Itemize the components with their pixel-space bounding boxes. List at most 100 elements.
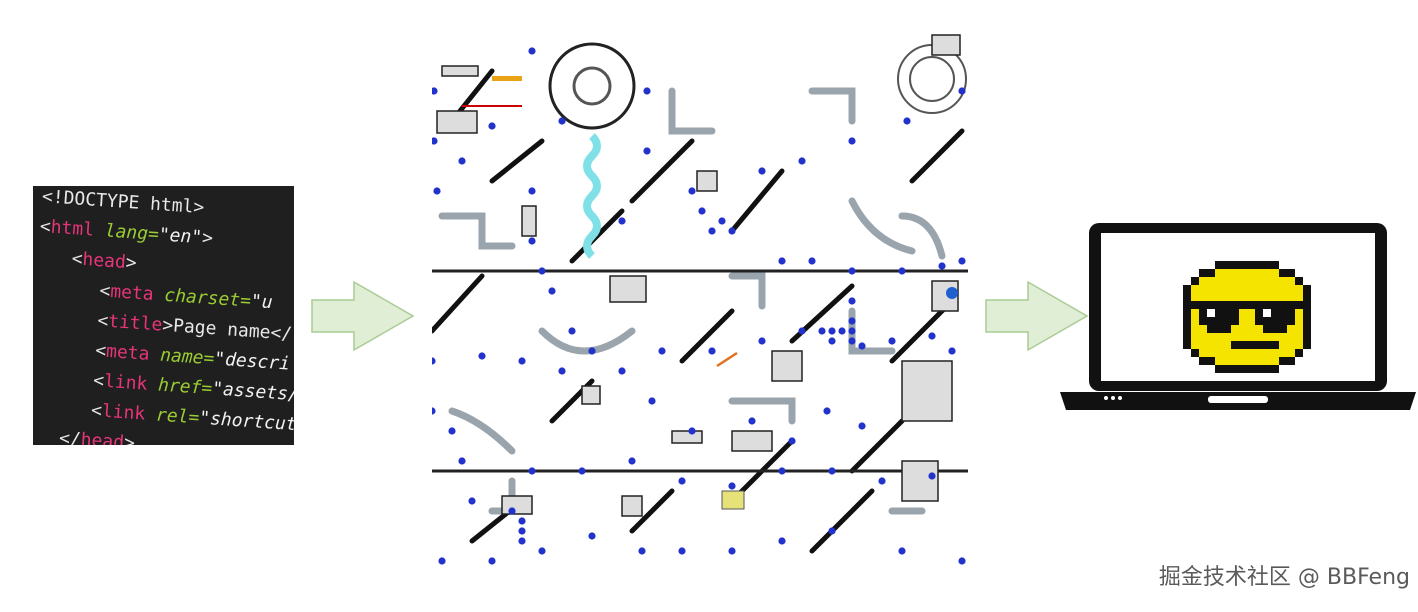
pipe <box>728 272 766 310</box>
blue-dot <box>538 547 546 555</box>
blue-dot <box>538 267 546 275</box>
blue-dot <box>628 457 636 465</box>
rail <box>629 488 675 534</box>
blue-dot <box>528 47 536 55</box>
arrow-right-icon <box>310 280 416 352</box>
blue-dot <box>448 427 456 435</box>
blue-dot <box>848 327 856 335</box>
blue-valve <box>946 287 958 299</box>
blue-dot <box>430 137 438 145</box>
rail <box>489 138 545 184</box>
rail <box>849 418 905 474</box>
rail <box>729 168 785 234</box>
rail <box>429 273 485 334</box>
watermark: 掘金技术社区 @ BBFeng <box>1158 565 1410 590</box>
blue-dot <box>828 327 836 335</box>
blue-dot <box>958 257 966 265</box>
blue-dot <box>508 507 516 515</box>
blue-dot <box>858 342 866 350</box>
blue-dot <box>828 467 836 475</box>
blue-dot <box>848 317 856 325</box>
blue-dot <box>828 337 836 345</box>
device <box>521 205 537 237</box>
blue-dot <box>438 557 446 565</box>
blue-dot <box>548 287 556 295</box>
blue-dot <box>708 227 716 235</box>
blue-dot <box>488 557 496 565</box>
blue-dot <box>778 537 786 545</box>
blue-dot <box>708 347 716 355</box>
blue-dot <box>798 157 806 165</box>
blue-dot <box>588 347 596 355</box>
laptop-icon <box>1058 220 1418 412</box>
pipe <box>808 87 856 125</box>
blue-dot <box>698 207 706 215</box>
blue-dot <box>838 327 846 335</box>
blue-dot <box>758 167 766 175</box>
blue-dot <box>678 477 686 485</box>
blue-dot <box>618 217 626 225</box>
blue-dot <box>848 297 856 305</box>
blue-dot <box>858 422 866 430</box>
blue-dot <box>568 327 576 335</box>
blue-dot <box>658 347 666 355</box>
code-snippet-panel: <!DOCTYPE html> <html lang="en"> <head> … <box>33 186 294 445</box>
yellow-tank <box>721 490 745 510</box>
blue-dot <box>638 547 646 555</box>
blue-dot <box>938 262 946 270</box>
pipe <box>848 307 896 355</box>
pipe <box>538 327 636 355</box>
blue-dot <box>528 467 536 475</box>
rail <box>679 308 735 364</box>
arrow-right-icon <box>984 280 1090 352</box>
blue-dot <box>643 87 651 95</box>
blue-dot <box>903 117 911 125</box>
orange-rod <box>716 351 738 368</box>
device <box>931 34 961 56</box>
blue-dot <box>878 477 886 485</box>
blue-dot <box>428 407 436 415</box>
blue-dot <box>728 547 736 555</box>
rail <box>809 488 875 554</box>
blue-dot <box>748 417 756 425</box>
blue-dot <box>848 137 856 145</box>
blue-dot <box>798 327 806 335</box>
blue-dot <box>898 547 906 555</box>
device <box>696 170 718 192</box>
rail <box>909 128 965 184</box>
gear-hub <box>572 66 612 106</box>
pipe <box>728 397 796 425</box>
blue-dot <box>928 332 936 340</box>
blue-dot <box>518 357 526 365</box>
blue-dot <box>648 397 656 405</box>
blue-dot <box>928 472 936 480</box>
code-snippet: <!DOCTYPE html> <html lang="en"> <head> … <box>33 186 294 445</box>
blue-dot <box>728 227 736 235</box>
blue-dot <box>588 532 596 540</box>
device <box>441 65 479 77</box>
sunglasses-smiley-icon <box>1183 261 1311 373</box>
pipe <box>448 407 516 455</box>
blue-dot <box>528 187 536 195</box>
blue-dot <box>643 147 651 155</box>
yellow-bar <box>492 76 522 81</box>
blue-dot <box>618 367 626 375</box>
blue-dot <box>958 87 966 95</box>
blue-dot <box>688 427 696 435</box>
blue-dot <box>478 352 486 360</box>
blue-dot <box>718 217 726 225</box>
blue-dot <box>433 187 441 195</box>
device <box>901 460 939 502</box>
rail <box>629 138 695 204</box>
conduit <box>583 133 601 259</box>
device <box>771 350 803 382</box>
blue-dot <box>558 117 566 125</box>
blue-dot <box>848 267 856 275</box>
blue-dot <box>808 257 816 265</box>
blue-dot <box>758 337 766 345</box>
blue-dot <box>728 482 736 490</box>
blue-dot <box>518 527 526 535</box>
blue-dot <box>888 337 896 345</box>
blue-dot <box>778 257 786 265</box>
pipe <box>848 197 916 255</box>
